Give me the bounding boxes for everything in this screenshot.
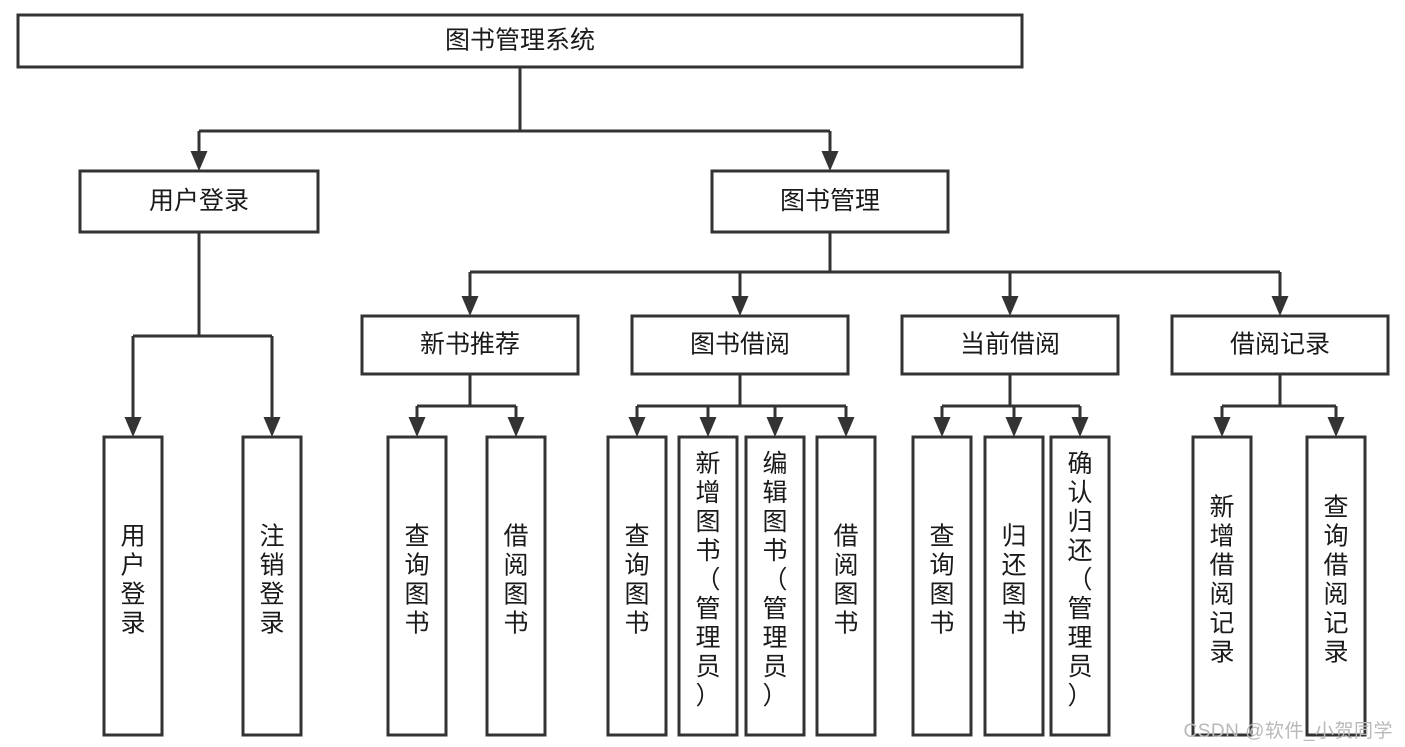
node-bookmgmt[interactable]: 图书管理 (710, 169, 950, 234)
arrowhead-icon (837, 417, 855, 437)
node-label: 归还图书 (1001, 523, 1026, 638)
node-leaf-borrow-add[interactable]: 新增图书（管理员） (677, 435, 739, 737)
connector-group (124, 232, 281, 437)
node-label: 查询图书 (929, 523, 954, 638)
node-leaf-current-query[interactable]: 查询图书 (911, 435, 973, 737)
node-box[interactable] (386, 435, 448, 737)
arrowhead-icon (1327, 417, 1345, 437)
arrowhead-icon (263, 417, 281, 437)
arrowhead-icon (461, 296, 479, 316)
node-layer: 图书管理系统用户登录图书管理新书推荐图书借阅当前借阅借阅记录用户登录注销登录查询… (16, 13, 1390, 737)
node-box[interactable] (606, 435, 668, 737)
arrowhead-icon (124, 417, 142, 437)
node-label: 借阅图书 (833, 523, 858, 638)
connector-group (628, 374, 855, 437)
node-leaf-current-confirm[interactable]: 确认归还（管理员） (1049, 435, 1111, 737)
node-box[interactable] (900, 314, 1120, 376)
node-leaf-user-login[interactable]: 用户登录 (102, 435, 164, 737)
node-leaf-record-query[interactable]: 查询借阅记录 (1305, 435, 1367, 737)
node-box[interactable] (911, 435, 973, 737)
node-label: 新书推荐 (420, 331, 520, 359)
node-label: 图书借阅 (690, 331, 790, 359)
node-root[interactable]: 图书管理系统 (16, 13, 1024, 69)
node-box[interactable] (710, 169, 950, 234)
node-box[interactable] (677, 435, 739, 737)
node-label: 借阅记录 (1230, 331, 1330, 359)
arrowhead-icon (699, 417, 717, 437)
node-box[interactable] (983, 435, 1045, 737)
node-box[interactable] (485, 435, 547, 737)
node-leaf-current-return[interactable]: 归还图书 (983, 435, 1045, 737)
node-box[interactable] (630, 314, 850, 376)
connector-group (1213, 374, 1345, 437)
node-leaf-new-query[interactable]: 查询图书 (386, 435, 448, 737)
arrowhead-icon (731, 296, 749, 316)
node-label: 新增图书（管理员） (695, 450, 720, 710)
arrowhead-icon (408, 417, 426, 437)
node-label: 图书管理系统 (445, 27, 595, 55)
node-box[interactable] (1191, 435, 1253, 737)
arrowhead-icon (1071, 417, 1089, 437)
node-records[interactable]: 借阅记录 (1170, 314, 1390, 376)
arrowhead-icon (766, 417, 784, 437)
arrowhead-icon (1271, 296, 1289, 316)
node-box[interactable] (16, 13, 1024, 69)
node-borrow[interactable]: 图书借阅 (630, 314, 850, 376)
node-current[interactable]: 当前借阅 (900, 314, 1120, 376)
node-leaf-borrow-edit[interactable]: 编辑图书（管理员） (744, 435, 806, 737)
arrowhead-icon (1001, 296, 1019, 316)
node-leaf-record-add[interactable]: 新增借阅记录 (1191, 435, 1253, 737)
node-box[interactable] (744, 435, 806, 737)
connector-group (408, 374, 525, 437)
node-label: 当前借阅 (960, 331, 1060, 359)
node-label: 查询图书 (404, 523, 429, 638)
arrowhead-icon (821, 151, 839, 171)
node-newbook[interactable]: 新书推荐 (360, 314, 580, 376)
node-login[interactable]: 用户登录 (78, 169, 320, 234)
node-label: 借阅图书 (503, 523, 528, 638)
node-leaf-user-logout[interactable]: 注销登录 (241, 435, 303, 737)
arrowhead-icon (933, 417, 951, 437)
node-label: 图书管理 (780, 187, 880, 215)
node-label: 编辑图书（管理员） (762, 450, 787, 710)
connector-group (190, 67, 839, 171)
node-label: 查询借阅记录 (1323, 494, 1348, 667)
node-box[interactable] (241, 435, 303, 737)
arrowhead-icon (628, 417, 646, 437)
arrowhead-icon (507, 417, 525, 437)
node-box[interactable] (815, 435, 877, 737)
node-box[interactable] (78, 169, 320, 234)
arrowhead-icon (190, 151, 208, 171)
connector-layer (124, 67, 1345, 437)
node-label: 查询图书 (624, 523, 649, 638)
node-box[interactable] (1170, 314, 1390, 376)
node-box[interactable] (1305, 435, 1367, 737)
node-box[interactable] (360, 314, 580, 376)
node-label: 确认归还（管理员） (1067, 450, 1092, 710)
node-label: 注销登录 (259, 523, 284, 638)
node-leaf-new-borrow[interactable]: 借阅图书 (485, 435, 547, 737)
node-box[interactable] (1049, 435, 1111, 737)
arrowhead-icon (1005, 417, 1023, 437)
node-label: 用户登录 (120, 523, 145, 638)
node-box[interactable] (102, 435, 164, 737)
node-label: 用户登录 (149, 187, 249, 215)
arrowhead-icon (1213, 417, 1231, 437)
node-leaf-borrow-query[interactable]: 查询图书 (606, 435, 668, 737)
node-leaf-borrow-lend[interactable]: 借阅图书 (815, 435, 877, 737)
connector-group (461, 232, 1289, 316)
node-label: 新增借阅记录 (1209, 494, 1234, 667)
connector-group (933, 374, 1089, 437)
